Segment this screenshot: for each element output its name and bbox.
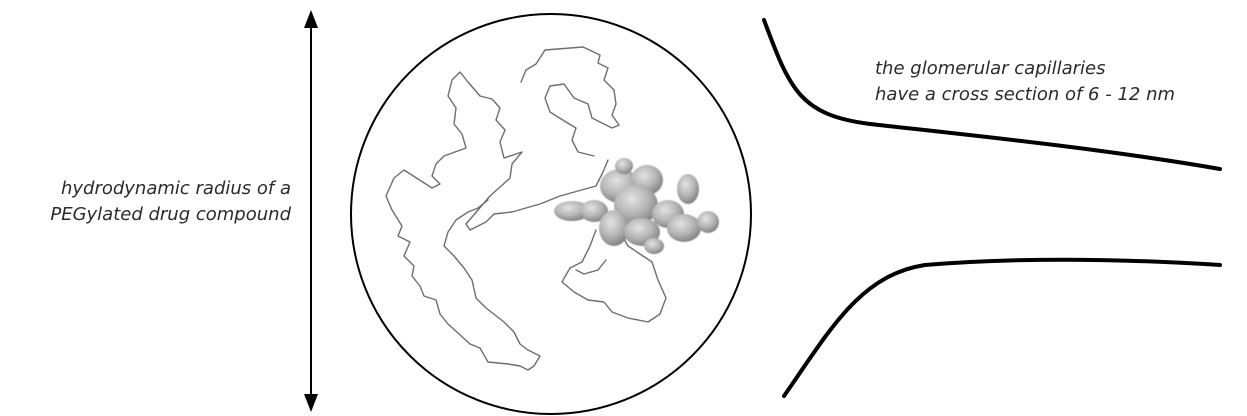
hydrodynamic-radius-label: hydrodynamic radius of a PEGylated drug … [50, 176, 291, 228]
radius-label-line-1: hydrodynamic radius of a [50, 176, 291, 202]
radius-arrow [304, 10, 318, 412]
hydrodynamic-sphere [351, 14, 751, 414]
protein-drug-compound [554, 158, 719, 254]
capillary-wall-lower [784, 260, 1220, 396]
capillary-label-line-2: have a cross section of 6 - 12 nm [875, 82, 1175, 108]
radius-label-line-2: PEGylated drug compound [50, 202, 291, 228]
capillary-label-line-1: the glomerular capillaries [875, 56, 1175, 82]
capillary-label: the glomerular capillaries have a cross … [875, 56, 1175, 108]
